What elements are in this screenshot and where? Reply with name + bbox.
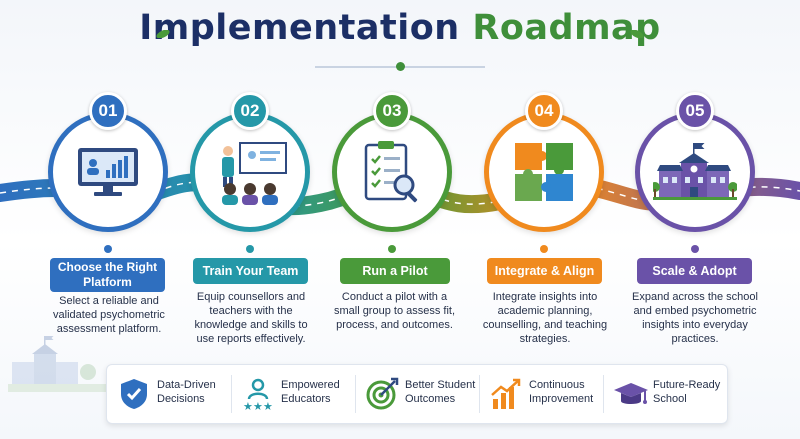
shield-check-icon: [121, 379, 147, 409]
title-part1: Implementation: [139, 8, 460, 48]
step-circle: [48, 112, 168, 232]
benefit-item: Data-Driven Decisions: [107, 365, 231, 423]
step-label: Integrate & Align: [487, 258, 602, 284]
step-number: 02: [231, 92, 269, 130]
step-marker: [388, 245, 396, 253]
benefit-item: Future-Ready School: [603, 365, 727, 423]
benefit-line1: Continuous: [529, 379, 585, 391]
clipboard-magnifier-icon: [364, 141, 418, 203]
benefit-line2: Decisions: [157, 393, 205, 405]
step-marker: [540, 245, 548, 253]
benefit-line2: Outcomes: [405, 393, 456, 405]
monitor-chart-icon: [78, 148, 138, 196]
background-school-icon: [8, 336, 108, 392]
target-arrow-icon: [366, 377, 399, 410]
step-circle: [190, 112, 310, 232]
step-description: Conduct a pilot with a small group to as…: [333, 291, 456, 331]
step-circle: [635, 112, 755, 232]
benefit-item: ★ ★ ★ Empowered Educators: [231, 365, 355, 423]
people-stars-icon: ★ ★ ★: [243, 378, 273, 411]
step-description: Integrate insights into academic plannin…: [482, 291, 608, 345]
step-marker: [691, 245, 699, 253]
graduation-cap-icon: [614, 383, 648, 404]
benefit-line1: Better Student: [405, 379, 476, 391]
divider: [479, 375, 480, 413]
benefit-line2: Educators: [281, 393, 331, 405]
school-building-icon: [653, 143, 737, 200]
benefit-text: Data-Driven Decisions: [157, 378, 237, 406]
benefit-line2: Improvement: [529, 393, 594, 405]
benefit-text: Continuous Improvement: [529, 378, 609, 406]
benefit-line1: Empowered: [281, 379, 340, 391]
title-row: Implementation Roadmap: [0, 8, 800, 48]
leaf-icon: [156, 30, 170, 38]
step-label: Run a Pilot: [340, 258, 450, 284]
step-description: Select a reliable and validated psychome…: [53, 295, 165, 335]
step-label: Choose the Right Platform: [50, 258, 165, 292]
step-circle: [332, 112, 452, 232]
benefit-line2: School: [653, 393, 687, 405]
leaf-icon: [630, 30, 644, 38]
step-number: 05: [676, 92, 714, 130]
step-label: Scale & Adopt: [637, 258, 752, 284]
title-part2: Roadmap: [472, 8, 661, 48]
benefit-line1: Future-Ready: [653, 379, 721, 391]
growth-chart-icon: [491, 378, 521, 409]
page-title: Implementation Roadmap: [139, 8, 660, 48]
step-number: 01: [89, 92, 127, 130]
title-dot: [396, 62, 405, 71]
training-presentation-icon: [222, 142, 287, 205]
step-marker: [104, 245, 112, 253]
svg-text:★: ★: [263, 400, 273, 411]
step-number: 03: [373, 92, 411, 130]
step-description: Expand across the school and embed psych…: [632, 291, 758, 345]
step-circle: [484, 112, 604, 232]
benefit-text: Empowered Educators: [281, 378, 361, 406]
benefit-item: Continuous Improvement: [479, 365, 603, 423]
svg-text:★: ★: [243, 400, 253, 411]
divider: [603, 375, 604, 413]
puzzle-icon: [515, 143, 573, 201]
benefit-text: Better Student Outcomes: [405, 378, 485, 406]
divider: [231, 375, 232, 413]
step-label: Train Your Team: [193, 258, 308, 284]
divider: [355, 375, 356, 413]
benefit-line1: Data-Driven: [157, 379, 216, 391]
step-number: 04: [525, 92, 563, 130]
step-marker: [246, 245, 254, 253]
svg-text:★: ★: [253, 400, 263, 411]
step-description: Equip counsellors and teachers with the …: [194, 291, 308, 345]
benefits-panel: Data-Driven Decisions ★ ★ ★ Empowered Ed…: [106, 364, 728, 424]
benefit-text: Future-Ready School: [653, 378, 733, 406]
benefit-item: Better Student Outcomes: [355, 365, 479, 423]
